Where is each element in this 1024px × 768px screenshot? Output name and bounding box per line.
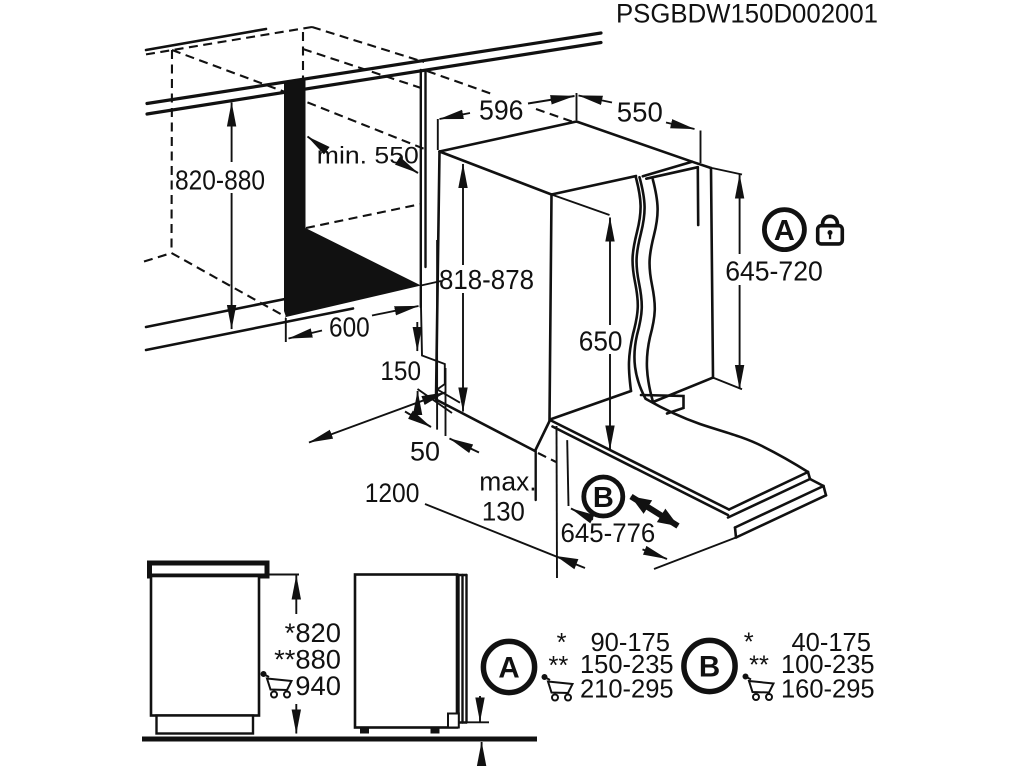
svg-text:*: * [557, 629, 567, 657]
svg-text:**: ** [749, 652, 769, 680]
svg-text:50: 50 [410, 437, 440, 467]
svg-text:min. 550: min. 550 [317, 143, 419, 170]
svg-text:210-295: 210-295 [580, 676, 674, 704]
svg-text:max.: max. [479, 467, 536, 497]
svg-text:90-175: 90-175 [591, 629, 670, 657]
svg-text:820-880: 820-880 [175, 165, 265, 196]
svg-text:1200: 1200 [365, 478, 420, 508]
svg-text:150-235: 150-235 [580, 651, 674, 679]
svg-text:**: ** [548, 652, 568, 680]
svg-text:645-776: 645-776 [561, 518, 656, 548]
svg-text:645-720: 645-720 [725, 256, 823, 287]
svg-text:*820: *820 [285, 618, 341, 648]
svg-text:550: 550 [617, 97, 663, 128]
svg-text:596: 596 [479, 95, 524, 126]
svg-text:160-295: 160-295 [781, 676, 875, 704]
svg-text:A: A [498, 652, 519, 685]
svg-text:40-175: 40-175 [792, 629, 871, 657]
svg-text:150: 150 [380, 356, 421, 386]
svg-text:A: A [774, 215, 795, 247]
svg-text:600: 600 [329, 312, 370, 343]
svg-text:PSGBDW150D002001: PSGBDW150D002001 [616, 0, 878, 29]
svg-text:940: 940 [295, 671, 341, 701]
svg-text:100-235: 100-235 [781, 651, 875, 679]
svg-text:130: 130 [482, 497, 525, 527]
svg-text:*: * [744, 629, 754, 657]
svg-text:**880: **880 [274, 645, 341, 675]
svg-text:650: 650 [579, 326, 623, 357]
svg-text:B: B [699, 651, 720, 684]
svg-text:B: B [593, 482, 614, 514]
svg-text:818-878: 818-878 [439, 264, 534, 295]
